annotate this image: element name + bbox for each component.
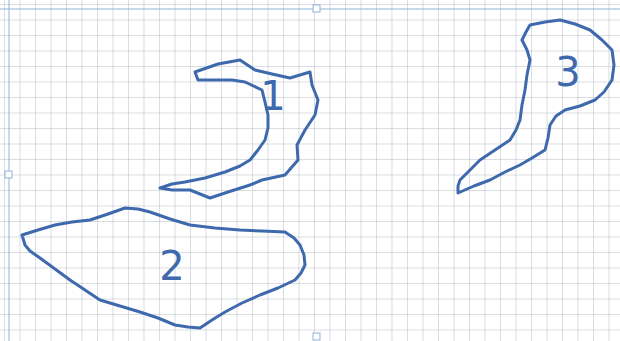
frame-handle <box>5 171 12 178</box>
land-region: 3 <box>452 15 618 199</box>
land-region: 1 <box>155 55 325 203</box>
region-outline <box>155 55 325 203</box>
region-number: 2 <box>159 246 184 286</box>
region-outline-path <box>458 20 614 193</box>
label-holder: 3 <box>555 52 580 92</box>
region-outline-path <box>22 208 305 328</box>
region-number: 3 <box>555 52 580 92</box>
land-region: 2 <box>15 203 313 335</box>
label-holder: 2 <box>159 246 184 286</box>
label-holder: 1 <box>260 76 285 116</box>
region-outline <box>452 15 618 199</box>
frame-handle <box>313 5 320 12</box>
region-outline-path <box>160 60 318 198</box>
frame-handle <box>313 333 320 340</box>
frame-edge <box>0 9 620 10</box>
region-number: 1 <box>260 76 285 116</box>
